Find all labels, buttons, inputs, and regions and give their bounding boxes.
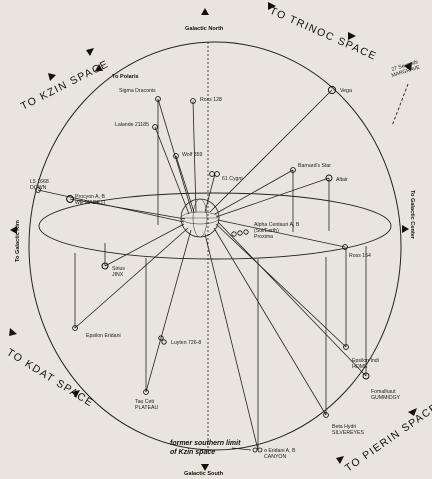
kdat-space-label: TO KDAT SPACE: [4, 346, 95, 409]
star-label-ross154: Ross 154: [349, 253, 371, 259]
kdat-arrow-icon: [9, 328, 17, 336]
polaris-arrow-icon: [95, 64, 103, 71]
star-label-procyon-line2: WE MADE IT: [75, 200, 107, 206]
star-label-barnard: Barnard's Star: [298, 163, 331, 169]
rim-arrow-icon: [10, 226, 17, 234]
star-label-sirius-line1: Sirius: [112, 266, 125, 272]
trinoc-arrow2-icon: [348, 32, 356, 40]
star-label-omicron-eridani-line2: CANYON: [264, 454, 286, 460]
center-arrow-icon: [402, 225, 409, 233]
galactic-rim-label: To Galactic Rim: [15, 220, 21, 262]
galactic-south-label: Galactic South: [184, 471, 224, 477]
star-label-l5-line1: L5 1668: [30, 179, 49, 185]
kzin-arrow-icon: [48, 73, 56, 81]
sol-globe: [180, 198, 220, 238]
kzin-limit-line1: former southern limit: [170, 440, 241, 447]
galactic-center-label: To Galactic Center: [409, 190, 415, 240]
star-label-procyon-line1: Procyon A, B: [75, 194, 106, 200]
kzin-limit-arrow: [231, 447, 252, 451]
star-label-l5-line2: DOWN: [30, 185, 47, 191]
star-label-beta-hydri-line1: Beta Hydri: [332, 424, 356, 430]
kdat-arrow2-icon: [72, 390, 80, 398]
star-label-tau-ceti-line1: Tau Ceti: [135, 399, 154, 405]
kzin-space-label: TO KZIN SPACE: [19, 58, 111, 113]
kzin-arrow2-icon: [86, 48, 94, 56]
star-label-ross128: Ross 128: [200, 97, 222, 103]
star-label-beta-hydri-line2: SILVEREYES: [332, 430, 364, 436]
star-label-omicron-eridani-line1: o Eridani A, B: [264, 448, 296, 454]
star-lines: [37, 89, 367, 451]
star-label-alpha-cen-line1: Alpha Centauri A, B: [254, 222, 300, 228]
galactic-north-label: Galactic North: [185, 26, 224, 32]
margrave-dashed-line: [391, 83, 409, 127]
star-label-61-cygni: 61 Cygni: [222, 176, 242, 182]
star-label-alpha-cen-line2: (Sol/Earth): [254, 228, 279, 234]
star-label-altair: Altair: [336, 177, 348, 183]
star-label-epsilon-indi-line2: HOME: [352, 364, 368, 370]
star-label-sigma-draconis: Sigma Draconis: [119, 88, 156, 94]
star-label-fomalhaut-line2: GUMMIDGY: [371, 395, 401, 401]
trinoc-arrow-icon: [268, 2, 276, 10]
trinoc-space-label: TO TRINOC SPACE: [268, 5, 379, 63]
kzin-limit-line2: of Kzin space: [170, 449, 215, 456]
north-arrow-icon: [201, 8, 209, 15]
star-label-wolf359: Wolf 359: [182, 152, 202, 158]
celestial-sphere: [28, 41, 402, 451]
polaris-label: To Polaris: [112, 74, 139, 80]
south-arrow-icon: [201, 464, 209, 471]
star-label-tau-ceti-line2: PLATEAU: [135, 405, 159, 411]
star-label-epsilon-indi-line1: Epsilon Indi: [352, 358, 379, 364]
pierin-arrow-icon: [336, 456, 344, 464]
galactic-plane: [38, 192, 392, 260]
star-label-lalande: Lalande 21185: [115, 122, 149, 128]
star-label-luyten: Luyten 726-8: [171, 340, 201, 346]
star-label-epsilon-eridani: Epsilon Eridani: [86, 333, 121, 339]
pierin-arrow2-icon: [408, 408, 417, 416]
pierin-space-label: TO PIERIN SPACE: [343, 401, 432, 475]
star-label-alpha-cen-line3: Proxima: [254, 234, 273, 240]
star-label-vega: Vega: [340, 88, 352, 94]
star-label-sirius-line2: JINX: [112, 272, 124, 278]
star-label-fomalhaut-line1: Fomalhaut: [371, 389, 396, 395]
margrave-arrow-icon: [404, 62, 412, 71]
star-markers: [35, 85, 370, 453]
